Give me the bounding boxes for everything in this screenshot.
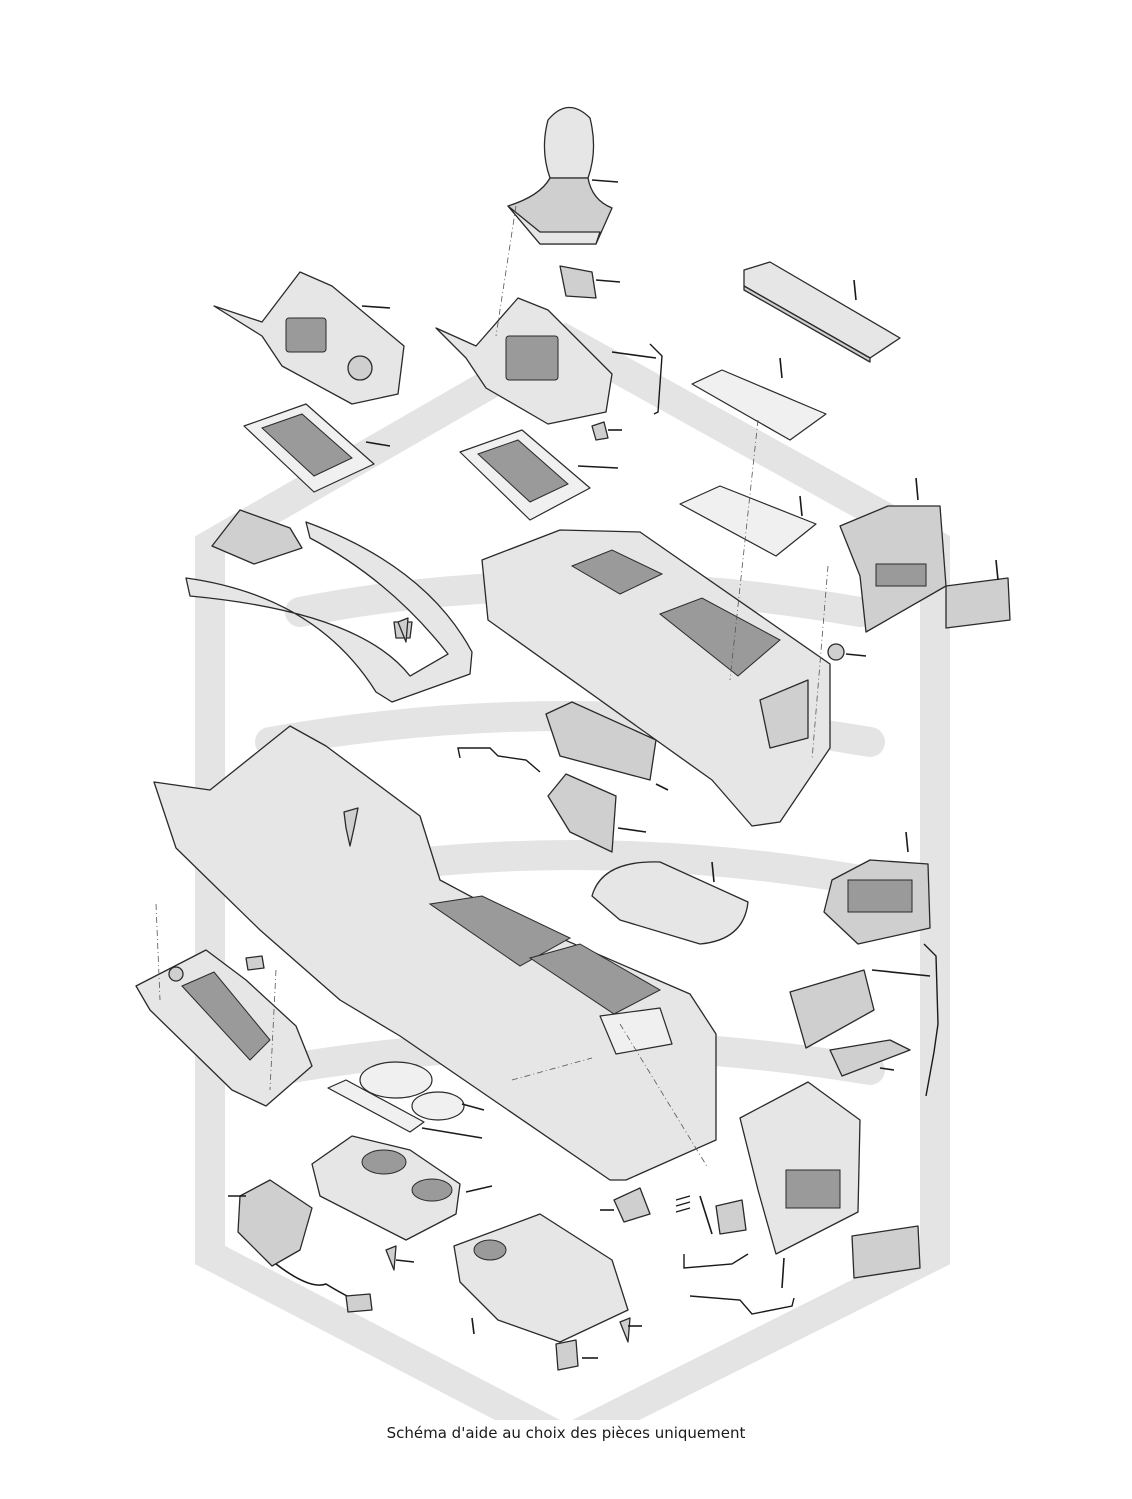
cup-holder-ring	[359, 1061, 485, 1121]
rear-tray	[789, 969, 931, 1049]
tray-mat-lower	[679, 485, 817, 557]
cup-holder-insert	[311, 1135, 493, 1241]
small-cover	[555, 1339, 598, 1371]
reference-brackets	[457, 343, 939, 1315]
storage-lid	[743, 261, 901, 363]
upper-console	[481, 529, 831, 827]
armrest-lid	[591, 861, 749, 945]
rear-cover-panel	[945, 559, 1011, 629]
shift-frame-right	[459, 429, 619, 521]
clip	[591, 421, 622, 441]
mounting-bracket	[135, 949, 313, 1107]
storage-bin	[453, 1213, 629, 1343]
tray-cover	[829, 1039, 911, 1077]
rear-cover	[839, 477, 947, 633]
nut	[827, 643, 867, 661]
rear-panel	[739, 1081, 861, 1289]
shift-frame-left	[243, 403, 391, 493]
small-switch	[559, 265, 621, 299]
exploded-parts-diagram	[135, 106, 1011, 1420]
bracket-clip	[211, 509, 303, 565]
spring-and-parts	[675, 1195, 747, 1235]
gear-knob-boot	[507, 106, 619, 245]
diagram-caption: Schéma d'aide au choix des pièces unique…	[386, 1424, 746, 1442]
switch-panel-small	[547, 773, 647, 853]
rear-air-vent	[823, 831, 931, 945]
power-socket	[600, 1187, 651, 1223]
main-console	[153, 725, 717, 1181]
switch-panel-large	[545, 701, 669, 791]
gear-trim-panel-left	[213, 271, 405, 405]
rear-panel-cover	[851, 1225, 921, 1279]
tray-mat-upper	[691, 357, 827, 441]
gear-trim-panel-right	[435, 297, 657, 425]
assembly-lines	[155, 205, 829, 1169]
electronic-module	[228, 1179, 373, 1313]
sealing-strip	[327, 1079, 483, 1139]
